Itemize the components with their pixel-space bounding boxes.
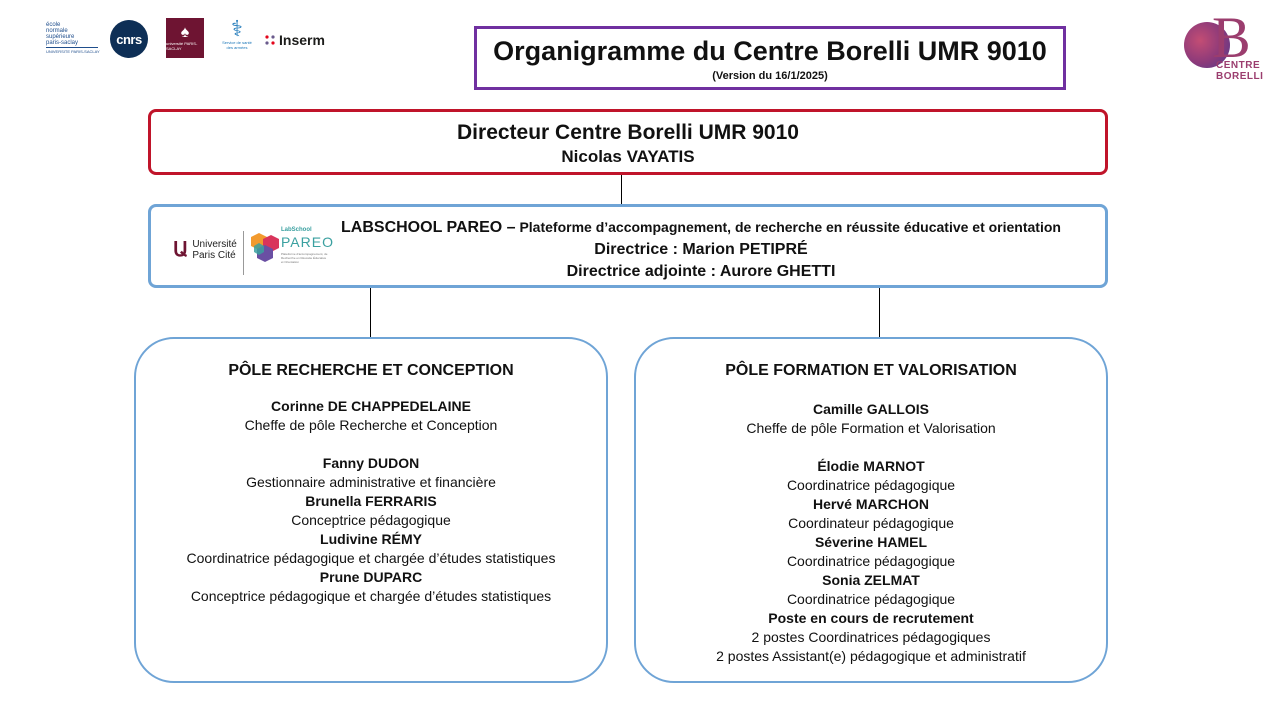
director-title: Directeur Centre Borelli UMR 9010 <box>457 121 799 144</box>
upc-emblem-icon: Ա <box>173 239 189 261</box>
member-name: Brunella FERRARIS <box>305 493 437 509</box>
connector-line <box>370 288 371 337</box>
ens-logo-line: paris-saclay <box>46 40 79 46</box>
member-name: Hervé MARCHON <box>813 496 929 512</box>
borelli-circle-icon <box>1184 22 1230 68</box>
director-name: Nicolas VAYATIS <box>561 147 695 166</box>
labschool-description: Plateforme d’accompagnement, de recherch… <box>515 219 1061 235</box>
ens-logo-line: école <box>46 22 61 28</box>
page-title: Organigramme du Centre Borelli UMR 9010 <box>493 36 1047 66</box>
pole-title: PÔLE RECHERCHE ET CONCEPTION <box>228 362 514 379</box>
universite-paris-saclay-logo: ♠ université PARIS-SACLAY <box>166 18 204 58</box>
borelli-logo-line2: BORELLI <box>1216 71 1264 82</box>
centre-borelli-logo: B CENTRE BORELLI <box>1182 5 1263 82</box>
member-role: Gestionnaire administrative et financièr… <box>246 474 496 490</box>
member-name: Élodie MARNOT <box>817 458 925 474</box>
caduceus-icon: ⚕ <box>231 16 243 41</box>
member-role: Conceptrice pédagogique <box>291 512 451 528</box>
member-role: 2 postes Coordinatrices pédagogiques <box>751 629 991 645</box>
upc-logo-line1: Université <box>192 238 237 250</box>
member-name: Corinne DE CHAPPEDELAINE <box>271 398 471 414</box>
member-name: Poste en cours de recrutement <box>768 610 974 626</box>
inserm-logo: Inserm <box>264 30 325 50</box>
member-role: Cheffe de pôle Formation et Valorisation <box>746 420 996 436</box>
pole-formation-box: PÔLE FORMATION ET VALORISATION Camille G… <box>634 337 1108 683</box>
pareo-logo-fine: Plateforme d'accompagnement, de Recherch… <box>281 252 328 264</box>
pareo-hexagon-icon <box>251 233 279 262</box>
title-box: Organigramme du Centre Borelli UMR 9010 … <box>474 26 1066 90</box>
labschool-name: LABSCHOOL PAREO – <box>341 219 516 236</box>
labschool-heading: LABSCHOOL PAREO – Plateforme d’accompagn… <box>331 218 1071 237</box>
connector-line <box>621 175 622 204</box>
pole-member-list: Camille GALLOIS Cheffe de pôle Formation… <box>636 400 1106 666</box>
ups-logo-text: université PARIS-SACLAY <box>166 41 198 51</box>
ups-emblem-icon: ♠ <box>180 24 190 41</box>
ens-logo-tag: UNIVERSITE PARIS-SACLAY <box>46 49 100 54</box>
member-role: Coordinateur pédagogique <box>788 515 954 531</box>
member-name: Sonia ZELMAT <box>822 572 920 588</box>
pole-member-list: Corinne DE CHAPPEDELAINE Cheffe de pôle … <box>136 397 606 606</box>
member-role: Coordinatrice pédagogique et chargée d’é… <box>186 550 556 566</box>
ssa-logo-text: Service de santé des armées <box>222 40 252 50</box>
cnrs-logo: cnrs <box>110 20 148 58</box>
ens-logo-line: normale <box>46 28 68 34</box>
member-name: Prune DUPARC <box>319 569 423 585</box>
member-role: 2 postes Assistant(e) pédagogique et adm… <box>716 648 1026 664</box>
ens-paris-saclay-logo: école normale supérieure paris-saclay UN… <box>46 22 102 54</box>
logo-divider <box>243 231 244 275</box>
upc-logo-line2: Paris Cité <box>192 249 236 261</box>
inserm-logo-text: Inserm <box>279 32 325 48</box>
pareo-logo-text: PAREO <box>281 234 334 250</box>
member-role: Coordinatrice pédagogique <box>786 477 956 493</box>
borelli-b-icon: B <box>1212 5 1251 70</box>
service-sante-armees-logo: ⚕ Service de santé des armées <box>222 18 252 58</box>
pareo-logo-small: LabSchool <box>281 227 312 233</box>
member-role: Conceptrice pédagogique et chargée d’étu… <box>190 588 552 604</box>
ens-logo-line: supérieure <box>46 34 75 40</box>
member-role: Coordinatrice pédagogique <box>786 591 956 607</box>
member-name: Séverine HAMEL <box>814 534 928 550</box>
pole-recherche-box: PÔLE RECHERCHE ET CONCEPTION Corinne DE … <box>134 337 608 683</box>
labschool-pareo-logo: LabSchool PAREO Plateforme d'accompagnem… <box>249 225 334 277</box>
member-name: Ludivine RÉMY <box>320 531 422 547</box>
director-box: Directeur Centre Borelli UMR 9010 Nicola… <box>148 109 1108 175</box>
cnrs-logo-text: cnrs <box>116 31 142 47</box>
inserm-dots-icon <box>265 35 275 45</box>
member-role: Cheffe de pôle Recherche et Conception <box>244 417 498 433</box>
member-name: Fanny DUDON <box>322 455 420 471</box>
borelli-logo-line1: CENTRE <box>1216 60 1261 71</box>
member-name: Camille GALLOIS <box>813 401 929 417</box>
member-role: Coordinatrice pédagogique <box>786 553 956 569</box>
version-date: (Version du 16/1/2025) <box>712 70 828 82</box>
labschool-directrice-adjointe: Directrice adjointe : Aurore GHETTI <box>566 263 836 280</box>
pole-title: PÔLE FORMATION ET VALORISATION <box>725 362 1017 379</box>
labschool-directrice: Directrice : Marion PETIPRÉ <box>594 241 808 258</box>
connector-line <box>879 288 880 337</box>
